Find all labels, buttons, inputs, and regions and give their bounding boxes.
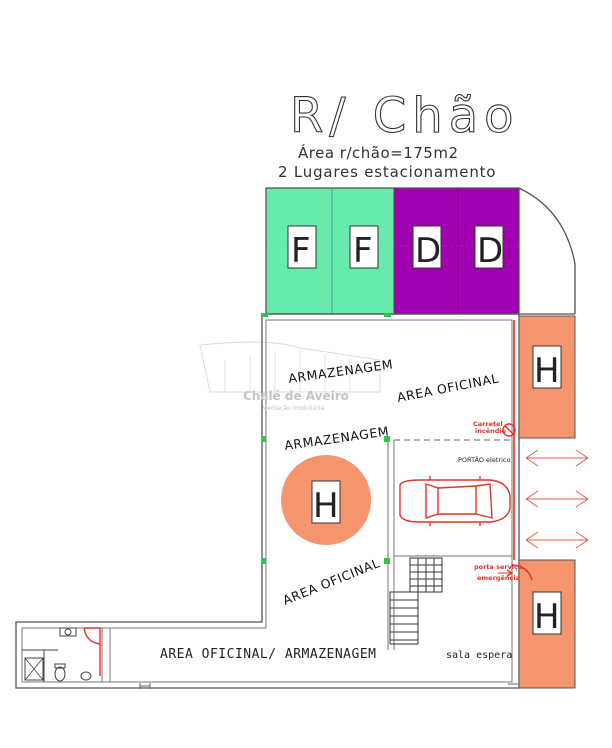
building-walls (15, 313, 520, 689)
zone-area-oficinal-right: AREA OFICINAL (396, 370, 500, 404)
zone-area-oficinal-bottom: AREA OFICINAL (281, 555, 383, 608)
parking-strip: F F D D (265, 187, 520, 315)
watermark-tagline: Mediação Imobiliária (262, 405, 324, 412)
stairs (389, 557, 443, 645)
carretel-label-line1: Carretel (473, 420, 503, 428)
wall-nodes (261, 313, 391, 564)
area-text: Área r/chão=175m2 (298, 143, 459, 162)
zone-armazenagem-mid: ARMAZENAGEM (283, 423, 390, 453)
zone-sala-espera: sala espera (446, 650, 512, 661)
h-marker-circle: H (313, 486, 339, 526)
zone-area-oficinal-armazenagem: AREA OFICINAL/ ARMAZENAGEM (160, 647, 377, 662)
zone-armazenagem-top: ARMAZENAGEM (287, 356, 394, 386)
hose-reel-symbol (502, 423, 516, 437)
gate-arrows (525, 449, 589, 549)
h-marker-bottom-right: H (534, 597, 560, 637)
watermark-logo (199, 341, 381, 393)
porta-label-line2: emergência (477, 574, 520, 582)
parking-slot-letter: D (477, 231, 503, 271)
portao-label: PORTÃO eletrico (458, 455, 510, 464)
carretel-label-line2: incêndio (475, 427, 507, 435)
wc-room (22, 627, 101, 682)
watermark-name: Chalé de Aveiro (243, 389, 349, 403)
parking-slot-letter: D (415, 231, 441, 271)
gate-swing-arc (518, 187, 576, 314)
parking-slot-letter: F (353, 231, 373, 271)
porta-label-line1: porta serviço (474, 563, 523, 571)
parking-slot-letter: F (291, 231, 311, 271)
parking-text: 2 Lugares estacionamento (278, 163, 496, 181)
floor-title: R/ Chão (290, 88, 520, 144)
h-marker-top-right: H (534, 351, 560, 391)
emergency-door-swing (511, 564, 533, 581)
car-icon (399, 476, 511, 526)
